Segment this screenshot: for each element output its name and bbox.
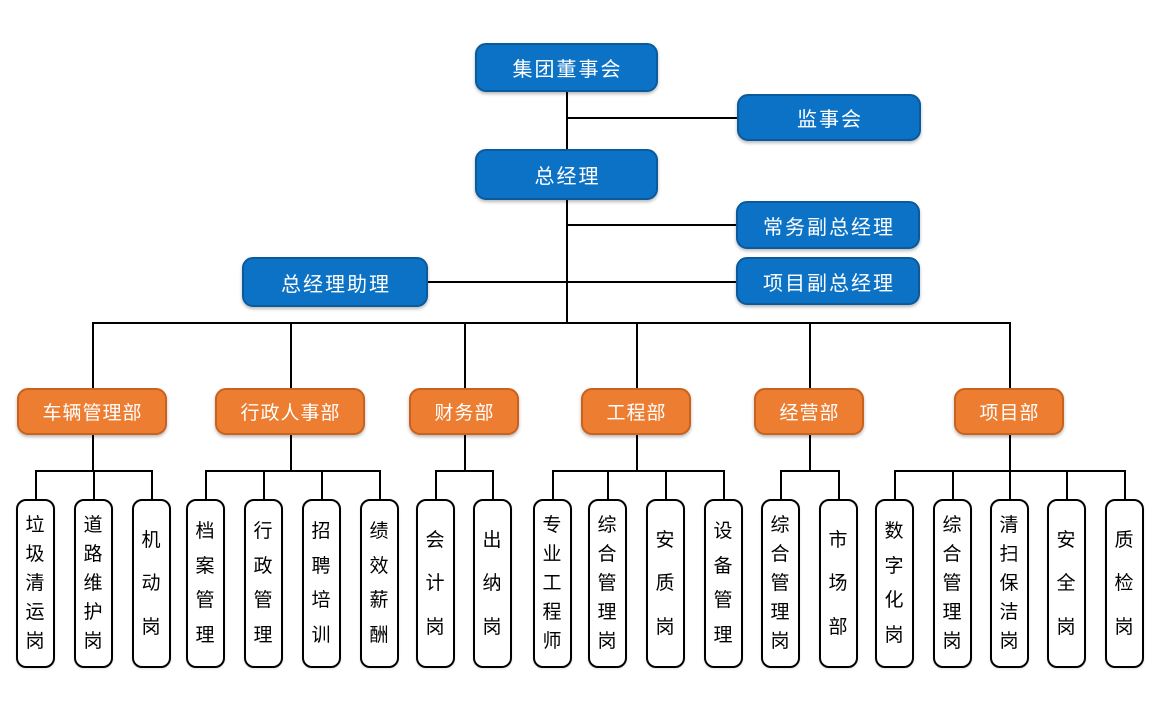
connector-line	[205, 470, 207, 499]
connector-line	[428, 281, 736, 283]
connector-line	[435, 470, 492, 472]
connector-line	[151, 470, 153, 499]
connector-line	[1124, 470, 1126, 499]
connector-line	[92, 322, 1009, 324]
connector-line	[35, 470, 37, 499]
connector-line	[552, 470, 554, 499]
executive-deputy-gm-box: 常务副总经理	[736, 201, 920, 249]
position-box: 行政管理	[243, 499, 283, 668]
connector-line	[435, 470, 437, 499]
connector-line	[1009, 322, 1011, 388]
position-box: 安质岗	[645, 499, 685, 668]
project-deputy-gm-box: 项目副总经理	[736, 257, 920, 305]
connector-line	[566, 224, 736, 226]
supervisory-board-box: 监事会	[737, 94, 921, 141]
department-box-admin-hr: 行政人事部	[215, 388, 365, 435]
position-box: 会计岗	[415, 499, 455, 668]
connector-line	[379, 470, 381, 499]
position-box: 道路维护岗	[73, 499, 113, 668]
connector-line	[809, 435, 811, 470]
position-box: 质检岗	[1104, 499, 1144, 668]
position-box: 数字化岗	[874, 499, 914, 668]
connector-line	[723, 470, 725, 499]
connector-line	[665, 470, 667, 499]
connector-line	[321, 470, 323, 499]
position-box: 市场部	[818, 499, 858, 668]
connector-line	[92, 322, 94, 388]
department-box-project: 项目部	[954, 388, 1064, 435]
connector-line	[464, 322, 466, 388]
connector-line	[566, 117, 737, 119]
connector-line	[780, 470, 782, 499]
connector-line	[93, 470, 95, 499]
department-box-vehicle-management: 车辆管理部	[17, 388, 167, 435]
connector-line	[1009, 470, 1011, 499]
connector-line	[492, 470, 494, 499]
connector-line	[552, 470, 723, 472]
connector-line	[1009, 435, 1011, 470]
position-box: 综合管理岗	[760, 499, 800, 668]
connector-line	[263, 470, 265, 499]
position-box: 安全岗	[1046, 499, 1086, 668]
department-box-finance: 财务部	[409, 388, 519, 435]
connector-line	[566, 200, 568, 323]
position-box: 设备管理	[703, 499, 743, 668]
general-manager-box: 总经理	[475, 149, 658, 200]
connector-line	[636, 435, 638, 470]
position-box: 综合管理岗	[587, 499, 627, 668]
connector-line	[838, 470, 840, 499]
connector-line	[894, 470, 896, 499]
position-box: 机动岗	[131, 499, 171, 668]
connector-line	[464, 435, 466, 470]
connector-line	[290, 322, 292, 388]
position-box: 专业工程师	[532, 499, 572, 668]
connector-line	[290, 435, 292, 470]
position-box: 清扫保洁岗	[989, 499, 1029, 668]
position-box: 档案管理	[185, 499, 225, 668]
connector-line	[205, 470, 379, 472]
connector-line	[1066, 470, 1068, 499]
connector-line	[952, 470, 954, 499]
connector-line	[780, 470, 838, 472]
position-box: 招聘培训	[301, 499, 341, 668]
connector-line	[636, 322, 638, 388]
gm-assistant-box: 总经理助理	[242, 257, 428, 307]
position-box: 绩效薪酬	[359, 499, 399, 668]
connector-line	[809, 322, 811, 388]
department-box-engineering: 工程部	[581, 388, 691, 435]
board-of-directors-box: 集团董事会	[475, 43, 658, 92]
connector-line	[607, 470, 609, 499]
department-box-operations: 经营部	[754, 388, 864, 435]
position-box: 综合管理岗	[932, 499, 972, 668]
position-box: 垃圾清运岗	[15, 499, 55, 668]
connector-line	[92, 435, 94, 470]
position-box: 出纳岗	[472, 499, 512, 668]
connector-line	[566, 92, 568, 149]
